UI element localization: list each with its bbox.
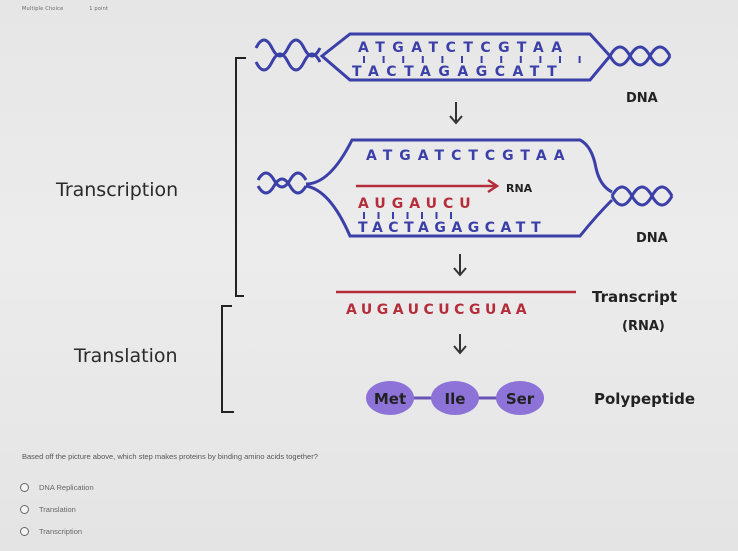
option-label: Translation xyxy=(39,504,76,514)
dna-mid-coding-strand: TACTAGAGCATT xyxy=(358,220,546,236)
dna-mid-label: DNA xyxy=(636,231,668,246)
radio-button[interactable] xyxy=(20,482,29,492)
question-header: Multiple Choice 1 point xyxy=(22,6,132,12)
down-arrow-icon xyxy=(449,102,463,125)
transcript-label: Transcript xyxy=(592,288,677,306)
dna-top-label: DNA xyxy=(626,91,658,106)
down-arrow-icon xyxy=(453,334,467,355)
transcription-label: Transcription xyxy=(55,179,178,201)
amino-acid-ile: Ile xyxy=(445,390,466,408)
dna-transcription-bubble: ATGATCTCGTAA AUGAUCU RNA TACTAGAGCATT xyxy=(256,138,674,238)
amino-acid-met: Met xyxy=(374,390,406,408)
polypeptide-label: Polypeptide xyxy=(594,390,695,408)
rna-growing-strand: AUGAUCU xyxy=(358,196,477,212)
polypeptide-chain: Met Ile Ser xyxy=(366,381,544,415)
question-points: 1 point xyxy=(89,6,109,12)
rna-label: RNA xyxy=(506,182,533,195)
translation-label: Translation xyxy=(73,345,178,367)
question-text: Based off the picture above, which step … xyxy=(22,452,318,461)
option-dna-replication[interactable]: DNA Replication xyxy=(20,476,94,498)
transcript-sequence: AUGAUCUCGUAA xyxy=(346,302,531,318)
option-label: Transcription xyxy=(39,526,83,536)
transcript-rna-label: (RNA) xyxy=(622,319,665,334)
translation-bracket xyxy=(221,305,234,413)
radio-button[interactable] xyxy=(20,504,29,514)
dna-top-coding-strand: TACTAGAGCATT xyxy=(352,64,564,80)
question-type: Multiple Choice xyxy=(22,6,64,12)
dna-top-template-strand: ATGATCTCGTAA xyxy=(358,40,570,56)
down-arrow-icon xyxy=(453,254,467,277)
dna-double-helix-top: ATGATCTCGTAA TACTAGAGCATT xyxy=(254,32,672,82)
option-translation[interactable]: Translation xyxy=(20,498,94,520)
protein-synthesis-diagram: Transcription Translation ATGATCTCGTAA T… xyxy=(55,32,695,415)
radio-button[interactable] xyxy=(20,526,29,536)
option-transcription[interactable]: Transcription xyxy=(20,520,94,542)
answer-options: DNA Replication Translation Transcriptio… xyxy=(20,476,94,542)
amino-acid-ser: Ser xyxy=(506,390,535,408)
transcription-bracket xyxy=(235,57,246,297)
option-label: DNA Replication xyxy=(39,482,94,492)
dna-mid-template-strand: ATGATCTCGTAA xyxy=(366,148,572,164)
